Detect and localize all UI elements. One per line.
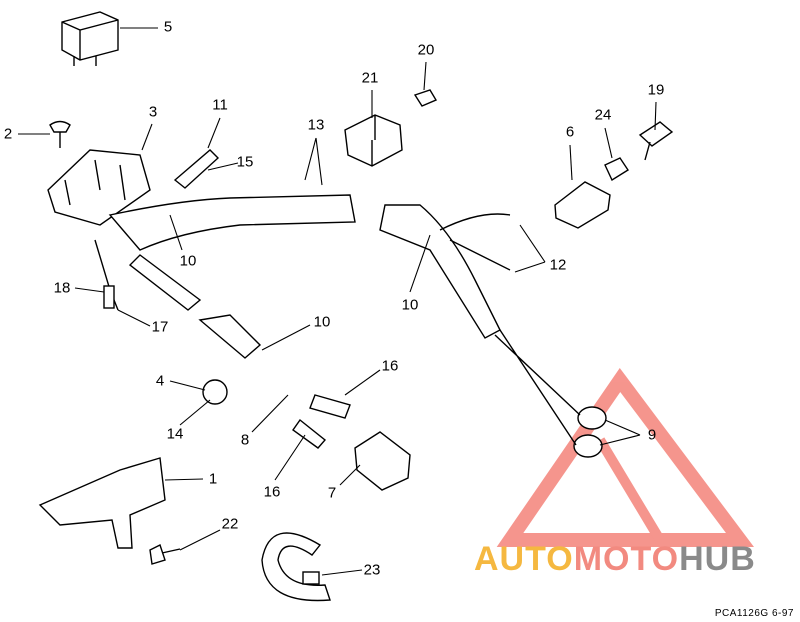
callout-11: 11 (212, 96, 228, 114)
connector-part-7 (354, 431, 411, 491)
callout-5: 5 (163, 18, 173, 36)
callout-14: 14 (166, 425, 184, 443)
harness-right (379, 204, 501, 339)
callout-17: 17 (151, 318, 169, 336)
callout-16: 16 (263, 483, 281, 501)
screw-part-22 (149, 544, 181, 565)
drawing-code: PCA1126G 6-97 (714, 608, 794, 619)
callout-10: 10 (401, 296, 419, 314)
callout-18: 18 (53, 279, 71, 297)
grommet-part-4 (202, 379, 228, 405)
harness-branch (128, 254, 202, 311)
callout-3: 3 (148, 103, 158, 121)
callout-6: 6 (565, 123, 575, 141)
callout-13: 13 (307, 116, 325, 134)
watermark-logo (496, 368, 754, 547)
connector-part-6 (554, 181, 611, 229)
callout-4: 4 (155, 372, 165, 390)
parts (38, 11, 674, 602)
callout-1: 1 (208, 470, 218, 488)
callout-19: 19 (647, 81, 665, 99)
harness-part-10 (108, 194, 356, 251)
bulb-part-20 (413, 89, 438, 107)
callout-24: 24 (594, 106, 612, 124)
clip-part-23 (261, 532, 331, 602)
callout-8: 8 (240, 431, 250, 449)
bracket-part-1 (38, 457, 166, 549)
callout-23: 23 (363, 561, 381, 579)
terminal-part-16b (292, 418, 327, 449)
callout-12: 12 (549, 256, 567, 274)
callout-20: 20 (417, 41, 435, 59)
callout-10: 10 (313, 313, 331, 331)
ring-terminal-part-9b (573, 434, 603, 458)
connector-part-21 (344, 114, 403, 167)
ring-terminal-part-9a (577, 406, 607, 430)
callout-16: 16 (381, 357, 399, 375)
callout-2: 2 (3, 125, 13, 143)
callout-9: 9 (647, 426, 657, 444)
sensor-part-19 (638, 121, 674, 161)
callout-7: 7 (327, 484, 337, 502)
terminal-part-16a (309, 394, 351, 419)
boot-part-15 (173, 149, 220, 189)
watermark-text: AUTOMOTOHUB (474, 540, 756, 578)
callout-22: 22 (221, 515, 239, 533)
switch-block-part-3 (47, 149, 151, 226)
callout-21: 21 (361, 69, 379, 87)
callout-10: 10 (179, 252, 197, 270)
callout-15: 15 (236, 153, 254, 171)
relay-part-5 (61, 11, 119, 66)
screw-part-2 (49, 120, 71, 148)
leader-lines (18, 27, 657, 576)
grommet-part-24 (604, 157, 629, 182)
